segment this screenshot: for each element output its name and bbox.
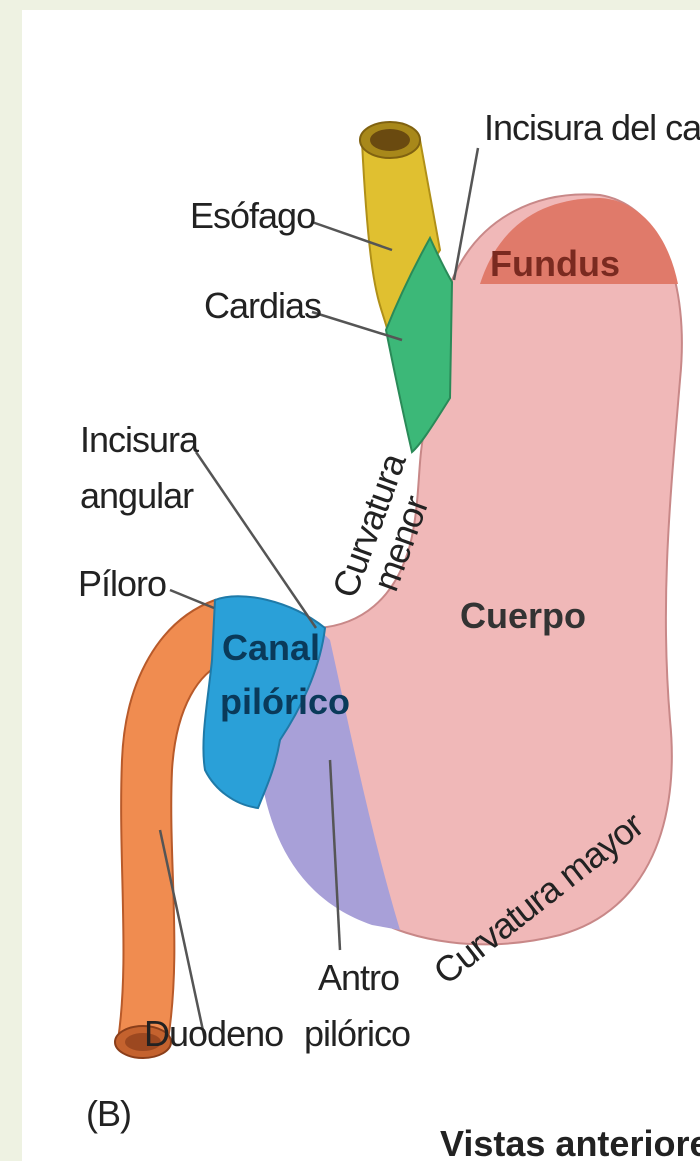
label-antro-pilorico-1: Antro [318,957,399,998]
label-piloro: Píloro [78,563,166,604]
label-canal-pilorico-1: Canal [222,627,320,668]
label-cuerpo: Cuerpo [460,595,586,636]
view-caption: Vistas anteriores [440,1123,700,1161]
figure-letter: (B) [86,1093,131,1134]
label-incisura-angular-2: angular [80,475,194,516]
label-incisura-cardias: Incisura del card [484,107,700,148]
duodenum-shape [118,600,225,1040]
label-fundus: Fundus [490,243,620,284]
label-antro-pilorico-2: pilórico [304,1013,410,1054]
label-cardias: Cardias [204,285,321,326]
leader-piloro [170,590,214,608]
label-esofago: Esófago [190,195,315,236]
label-canal-pilorico-2: pilórico [220,681,350,722]
label-duodeno: Duodeno [144,1013,283,1054]
label-incisura-angular-1: Incisura [80,419,200,460]
